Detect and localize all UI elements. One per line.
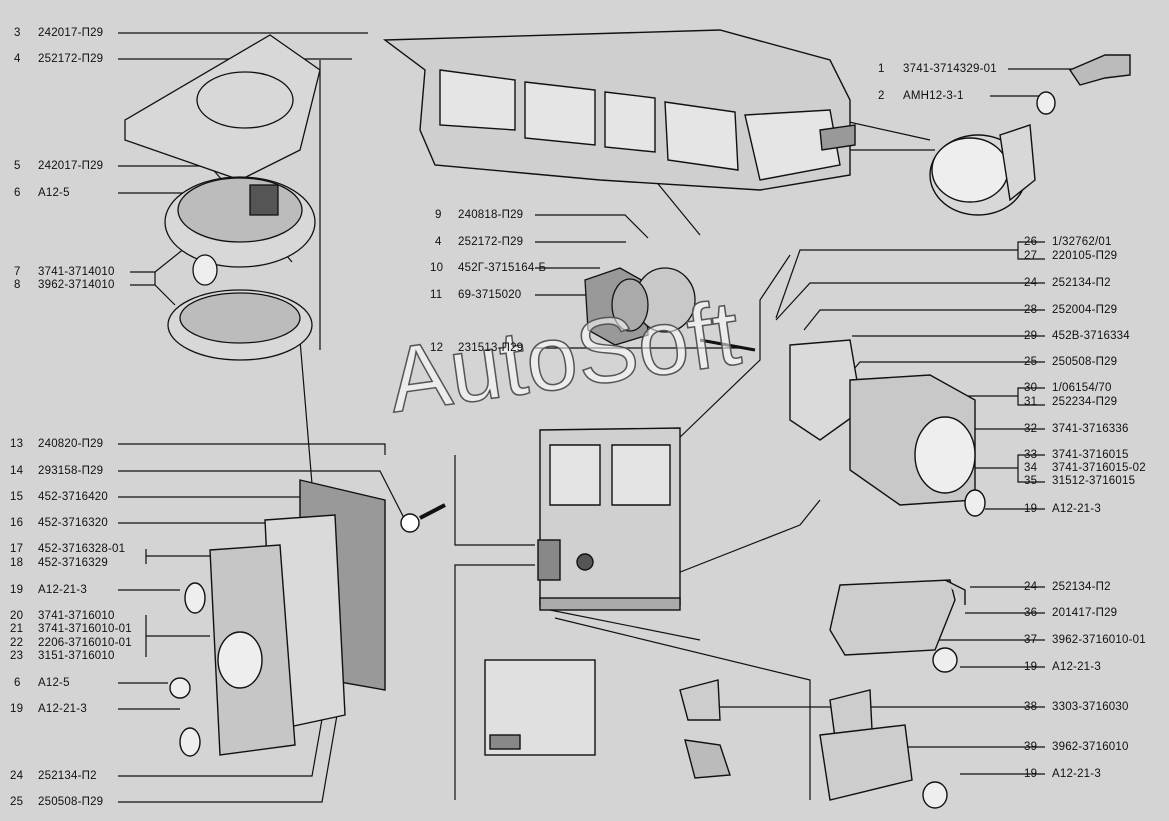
callout-9-num: 9 [435,209,442,221]
callout-19a-num: 19 [1024,503,1038,515]
callout-29-num: 29 [1024,330,1038,342]
callout-8-num: 8 [14,279,21,291]
callout-6b-num: 6 [14,677,21,689]
callout-37-code: 3962-3716010-01 [1052,634,1146,646]
callout-25-num: 25 [1024,356,1038,368]
callout-7-code: 3741-3714010 [38,266,115,278]
callout-2-num: 2 [878,90,885,102]
callout-28-num: 28 [1024,304,1038,316]
callout-22-code: 2206-3716010-01 [38,637,132,649]
callout-24c-num: 24 [1024,581,1038,593]
callout-10-num: 10 [430,262,444,274]
callout-36-code: 201417-П29 [1052,607,1118,619]
callout-23-num: 23 [10,650,24,662]
callout-10-code: 452Г-3715164-Б [458,262,547,274]
callout-24b-code: 252134-П2 [38,770,97,782]
callout-3-code: 242017-П29 [38,27,104,39]
callout-19e-code: А12-21-3 [1052,768,1101,780]
callout-11-code: 69-3715020 [458,289,522,301]
callout-30-code: 1/06154/70 [1052,382,1112,394]
callout-30-num: 30 [1024,382,1038,394]
callout-23-code: 3151-3716010 [38,650,115,662]
callout-19d-code: А12-21-3 [1052,661,1101,673]
callout-31-num: 31 [1024,396,1038,408]
callout-25b-code: 250508-П29 [38,796,104,808]
callout-33-num: 33 [1024,449,1038,461]
callout-32-num: 32 [1024,423,1038,435]
callout-18-num: 18 [10,557,24,569]
callout-22-num: 22 [10,637,24,649]
callout-1-num: 1 [878,63,885,75]
callout-12-num: 12 [430,342,444,354]
callout-5-code: 242017-П29 [38,160,104,172]
callout-24-code: 252134-П2 [1052,277,1111,289]
callout-19e-num: 19 [1024,768,1038,780]
callout-18-code: 452-3716329 [38,557,108,569]
callout-13-num: 13 [10,438,24,450]
callout-33-code: 3741-3716015 [1052,449,1129,461]
callout-26-num: 26 [1024,236,1038,248]
callout-20-code: 3741-3716010 [38,610,115,622]
callout-34-num: 34 [1024,462,1038,474]
callout-6-num: 6 [14,187,21,199]
callout-14-num: 14 [10,465,24,477]
callout-38-code: 3303-3716030 [1052,701,1129,713]
callout-27-num: 27 [1024,250,1038,262]
callout-6-code: А12-5 [38,187,70,199]
callout-38-num: 38 [1024,701,1038,713]
callout-5-num: 5 [14,160,21,172]
callout-3-num: 3 [14,27,21,39]
callout-31-code: 252234-П29 [1052,396,1118,408]
callout-7-num: 7 [14,266,21,278]
callout-16-code: 452-3716320 [38,517,108,529]
callout-19d-num: 19 [1024,661,1038,673]
callout-24c-code: 252134-П2 [1052,581,1111,593]
callout-4b-code: 252172-П29 [458,236,524,248]
callout-37-num: 37 [1024,634,1038,646]
callout-32-code: 3741-3716336 [1052,423,1129,435]
callout-16-num: 16 [10,517,24,529]
callout-11-num: 11 [430,289,443,301]
callout-34-code: 3741-3716015-02 [1052,462,1146,474]
callout-19b-code: А12-21-3 [38,584,87,596]
callout-24b-num: 24 [10,770,24,782]
callout-19c-num: 19 [10,703,24,715]
callout-13-code: 240820-П29 [38,438,104,450]
callout-12-code: 231513-П29 [458,342,524,354]
callout-21-code: 3741-3716010-01 [38,623,132,635]
callout-4-code: 252172-П29 [38,53,104,65]
callout-39-code: 3962-3716010 [1052,741,1129,753]
callout-39-num: 39 [1024,741,1038,753]
callout-35-num: 35 [1024,475,1038,487]
callout-2-code: АМН12-3-1 [903,90,964,102]
callout-9-code: 240818-П29 [458,209,524,221]
callout-25-code: 250508-П29 [1052,356,1118,368]
callout-6b-code: А12-5 [38,677,70,689]
callout-35-code: 31512-3716015 [1052,475,1136,487]
callout-29-code: 452В-3716334 [1052,330,1130,342]
callout-4b-num: 4 [435,236,442,248]
callout-1-code: 3741-3714329-01 [903,63,997,75]
callout-21-num: 21 [10,623,24,635]
callout-25b-num: 25 [10,796,24,808]
callout-14-code: 293158-П29 [38,465,104,477]
callout-15-num: 15 [10,491,24,503]
callout-36-num: 36 [1024,607,1038,619]
callout-17-num: 17 [10,543,24,555]
callout-4-num: 4 [14,53,21,65]
callout-26-code: 1/32762/01 [1052,236,1112,248]
callout-19c-code: А12-21-3 [38,703,87,715]
callout-8-code: 3962-3714010 [38,279,115,291]
callout-19a-code: А12-21-3 [1052,503,1101,515]
callout-20-num: 20 [10,610,24,622]
callout-27-code: 220105-П29 [1052,250,1118,262]
callout-28-code: 252004-П29 [1052,304,1118,316]
callout-15-code: 452-3716420 [38,491,108,503]
callout-17-code: 452-3716328-01 [38,543,126,555]
callout-24-num: 24 [1024,277,1038,289]
callout-19b-num: 19 [10,584,24,596]
